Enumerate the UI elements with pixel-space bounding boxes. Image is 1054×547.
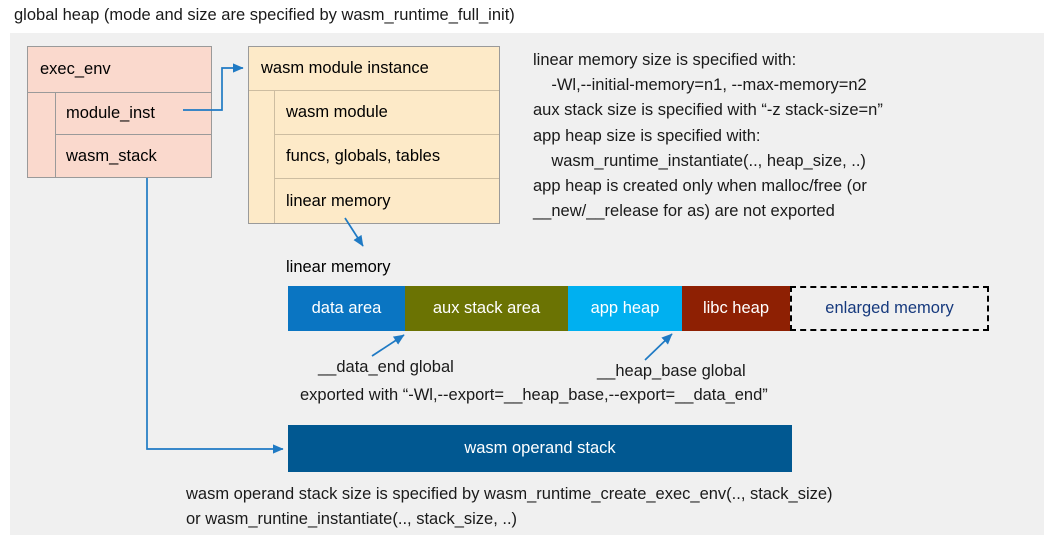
heap-base-global-label: __heap_base global: [597, 362, 746, 380]
configuration-notes: linear memory size is specified with: -W…: [533, 51, 883, 221]
wasm-module-instance-box: wasm module instance wasm module funcs, …: [248, 46, 500, 224]
page-title: global heap (mode and size are specified…: [14, 6, 515, 24]
exec-env-title: exec_env: [28, 47, 211, 93]
wasm-module-instance-field-funcs-globals-tables: funcs, globals, tables: [275, 135, 499, 179]
wasm-operand-stack-note: wasm operand stack size is specified by …: [186, 485, 833, 528]
exec-env-field-module-inst: module_inst: [56, 93, 211, 135]
memory-segment-app-heap: app heap: [568, 286, 682, 331]
memory-segment-data-area: data area: [288, 286, 405, 331]
memory-segment-aux-stack-area: aux stack area: [405, 286, 568, 331]
memory-segment-libc-heap: libc heap: [682, 286, 790, 331]
wasm-operand-stack-box: wasm operand stack: [288, 425, 792, 472]
exported-with-label: exported with “-Wl,--export=__heap_base,…: [300, 386, 768, 404]
data-end-global-label: __data_end global: [318, 358, 454, 376]
wasm-module-instance-indent-column: [249, 91, 275, 223]
memory-segment-enlarged-memory: enlarged memory: [790, 286, 989, 331]
exec-env-indent-column: [28, 93, 56, 177]
wasm-module-instance-title: wasm module instance: [249, 47, 499, 91]
wasm-module-instance-field-wasm-module: wasm module: [275, 91, 499, 135]
wasm-module-instance-field-linear-memory: linear memory: [286, 191, 391, 210]
linear-memory-strip-label: linear memory: [286, 258, 391, 276]
exec-env-field-wasm-stack: wasm_stack: [66, 146, 157, 165]
exec-env-box: exec_env module_inst wasm_stack: [27, 46, 212, 178]
